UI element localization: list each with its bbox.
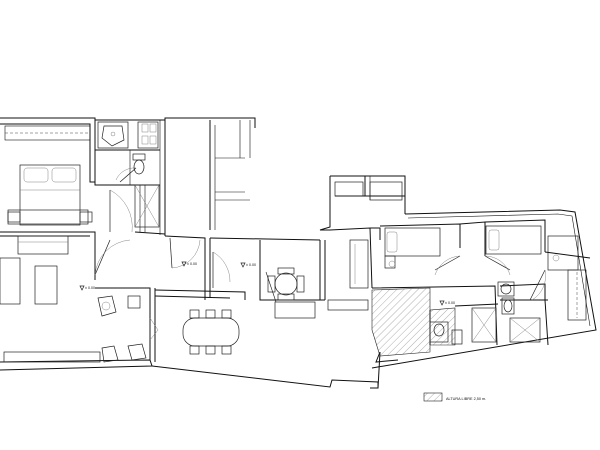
bedside-units	[547, 235, 579, 271]
legend: ALTURA LIBRE 2,50 m.	[423, 392, 486, 402]
interior-walls	[0, 118, 591, 362]
shower-tray	[134, 184, 160, 228]
sofa-left	[0, 257, 21, 305]
sofa	[17, 235, 69, 255]
doors	[94, 167, 546, 341]
level-mark-2: ± 0.00	[181, 261, 197, 267]
double-sink	[137, 121, 159, 149]
cabinet-top	[334, 181, 403, 201]
legend-label: ALTURA LIBRE 2,50 m.	[446, 397, 486, 401]
bed-double	[7, 164, 93, 226]
legend-swatch	[423, 392, 443, 402]
svg-text:± 0.00: ± 0.00	[246, 263, 256, 267]
level-mark-4: ± 0.00	[439, 300, 455, 306]
coffee-table	[34, 265, 58, 305]
hatched-area	[371, 287, 456, 357]
level-mark-1: ± 0.00	[79, 285, 95, 291]
bathroom-fixtures-2	[497, 281, 541, 343]
outer-walls	[0, 117, 597, 389]
armchairs	[97, 295, 147, 363]
bed-single-2	[485, 225, 542, 255]
level-mark-3: ± 0.00	[240, 262, 256, 268]
svg-text:± 0.00: ± 0.00	[445, 301, 455, 305]
bathroom-fixtures-1	[429, 307, 497, 345]
bed-single-1	[384, 227, 441, 269]
wardrobe-top	[4, 125, 91, 141]
dining-table	[182, 309, 240, 355]
wardrobe-right	[567, 269, 587, 321]
sideboard	[3, 351, 101, 363]
corner-bathtub	[97, 121, 129, 149]
svg-text:± 0.00: ± 0.00	[85, 286, 95, 290]
round-table	[265, 267, 305, 303]
toilet-ensuite	[132, 153, 146, 175]
svg-text:± 0.00: ± 0.00	[187, 262, 197, 266]
kitchen-counter	[274, 239, 369, 319]
